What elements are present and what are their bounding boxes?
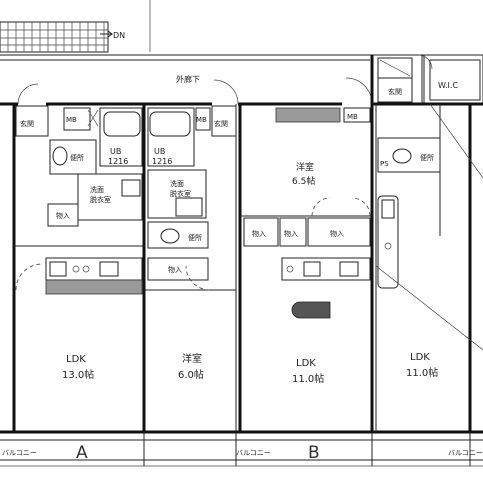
- ldk-a-name: LDK: [66, 354, 86, 365]
- ub-label-b: UB: [154, 147, 165, 156]
- unit-a-west-room: UB 1216 MB 玄関 洗面 脱衣室 便所 物入 洋室 6.0帖: [144, 105, 237, 381]
- top-railing: DN: [0, 0, 151, 53]
- western-a-name: 洋室: [182, 352, 202, 365]
- washroom2-label-b: 脱衣室: [170, 189, 191, 198]
- washroom-label-a: 洗面: [90, 185, 104, 194]
- storage-label-b: 物入: [168, 265, 182, 274]
- wic-label: W.I.C: [438, 81, 458, 90]
- ldk-c-size: 11.0帖: [406, 366, 438, 379]
- balcony-strip: バルコニー バルコニー バルコニー A B: [2, 432, 483, 466]
- unit-letter-b: B: [308, 443, 320, 463]
- storage-label-c: 物入: [252, 229, 266, 238]
- storage-label-e: 物入: [330, 229, 344, 238]
- ub-label-a: UB: [110, 147, 121, 156]
- storage-label-d: 物入: [284, 229, 298, 238]
- unit-b: MB 洋室 6.5帖 物入 物入 物入 LDK 11.0帖: [240, 107, 372, 385]
- balcony-label-3: バルコニー: [448, 449, 483, 457]
- mb-label-b: MB: [196, 116, 207, 124]
- toilet-label-a: 便所: [70, 153, 84, 162]
- mb-label-a: MB: [66, 116, 77, 124]
- ldk-c-name: LDK: [410, 352, 430, 363]
- north-marker: DN: [113, 31, 125, 40]
- entrance-label-c: 玄関: [388, 87, 402, 96]
- entrance-recesses: [17, 54, 433, 108]
- ps-label: PS: [380, 160, 389, 168]
- balcony-label-2: バルコニー: [236, 449, 271, 457]
- storage-label-a: 物入: [56, 211, 70, 220]
- western-a-size: 6.0帖: [178, 368, 204, 381]
- entrance-label-b: 玄関: [214, 119, 228, 128]
- western-b-name: 洋室: [296, 161, 314, 173]
- unit-letter-a: A: [76, 443, 88, 463]
- toilet-label-b: 便所: [188, 233, 202, 242]
- ub-size-b: 1216: [152, 157, 172, 166]
- washroom-label-b: 洗面: [170, 179, 184, 188]
- western-b-size: 6.5帖: [292, 175, 315, 187]
- balcony-label-1: バルコニー: [2, 449, 37, 457]
- entrance-label-a: 玄関: [20, 119, 34, 128]
- ldk-b-name: LDK: [296, 358, 316, 369]
- washroom2-label-a: 脱衣室: [90, 195, 111, 204]
- corridor-label: 外廊下: [176, 74, 200, 84]
- mb-label-c: MB: [347, 113, 358, 121]
- ub-size-a: 1216: [108, 157, 128, 166]
- unit-a: 玄関 MB UB 1216 便所 洗面 脱衣室 物入 LDK 13.0帖: [14, 105, 144, 381]
- unit-c: 玄関 W.I.C PS 便所 LDK 11.0帖: [375, 57, 483, 379]
- ldk-b-size: 11.0帖: [292, 372, 324, 385]
- ldk-a-size: 13.0帖: [62, 368, 94, 381]
- partition-walls: [12, 55, 472, 432]
- toilet-label-c: 便所: [420, 153, 434, 162]
